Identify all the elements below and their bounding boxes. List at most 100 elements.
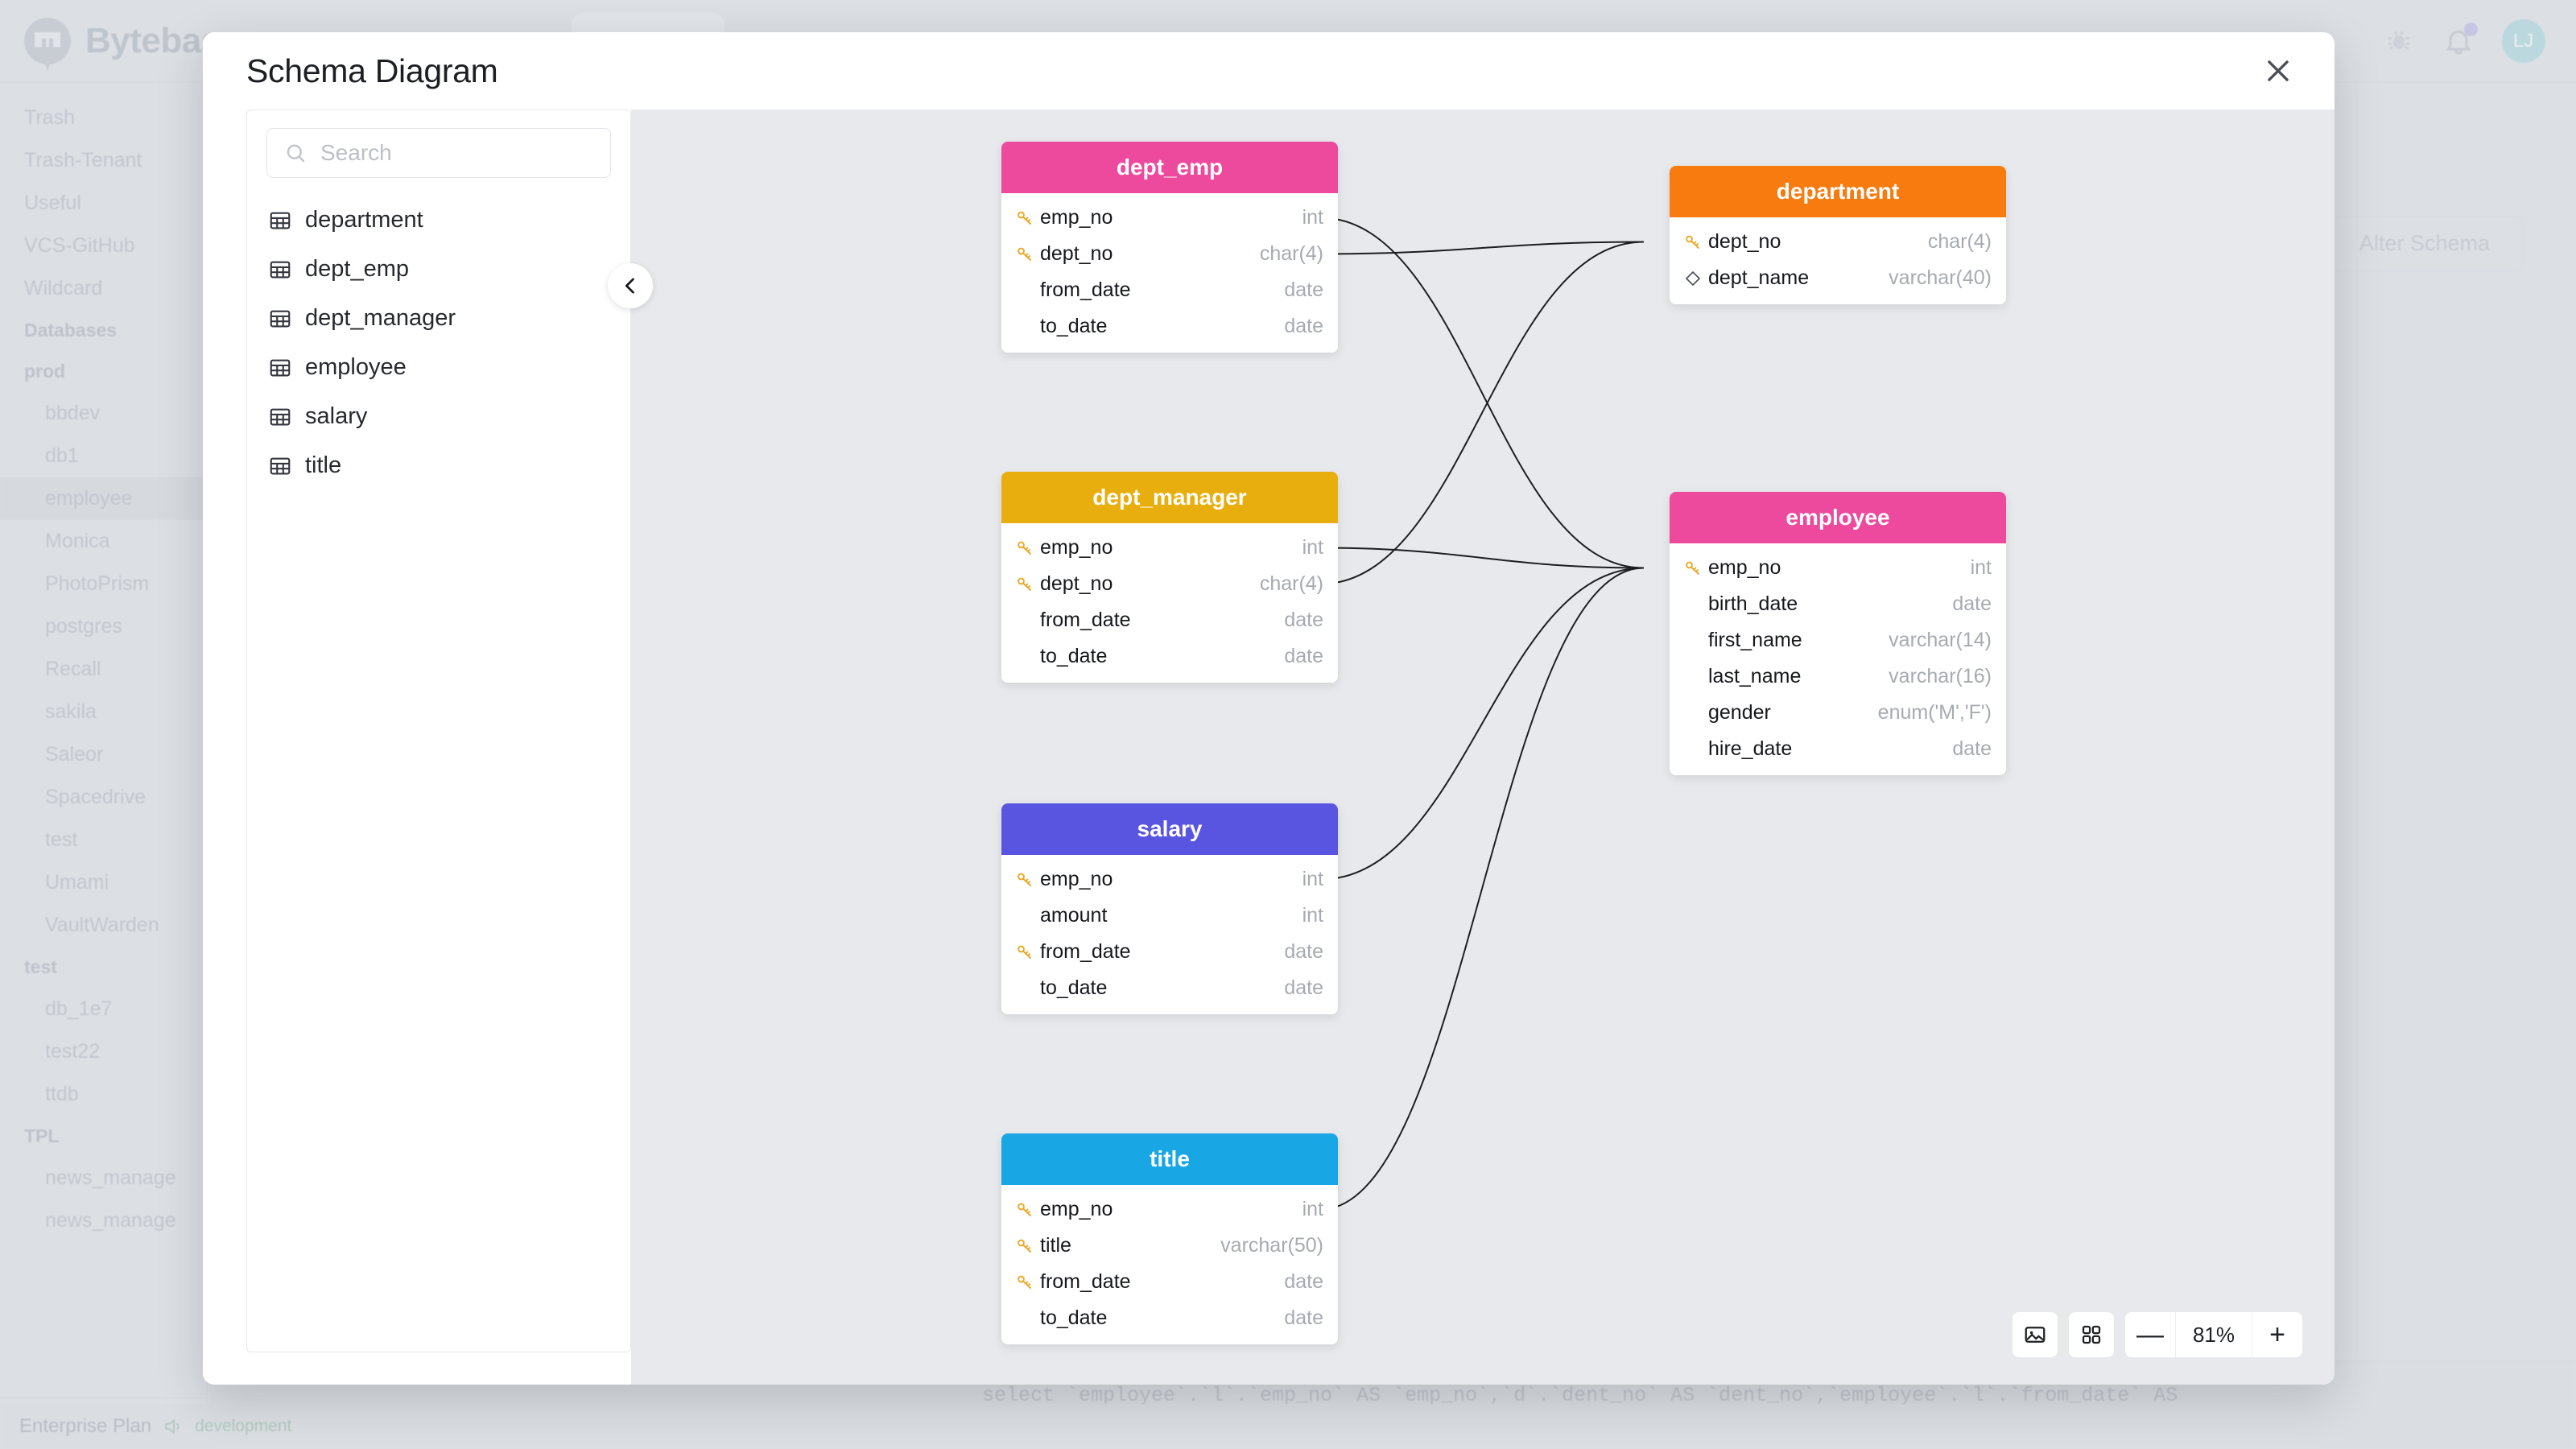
diagram-node-title: salary <box>1001 803 1338 855</box>
sidebar-item-ttdb[interactable]: ttdb <box>45 1083 79 1105</box>
diagram-column-row[interactable]: from_date date <box>1001 1264 1338 1300</box>
column-name: last_name <box>1708 665 1802 687</box>
table-list-item-employee[interactable]: employee <box>247 343 630 392</box>
column-type: char(4) <box>1927 230 1992 253</box>
table-list-item-label: salary <box>305 403 368 429</box>
sidebar-item-trash[interactable]: Trash <box>24 106 75 129</box>
column-type: int <box>1970 556 1992 579</box>
table-icon <box>268 208 292 233</box>
key-icon <box>1013 208 1037 228</box>
sidebar-item-spacedrive[interactable]: Spacedrive <box>45 786 147 808</box>
relationship-edge <box>1320 241 1644 585</box>
sidebar-item-news-manage[interactable]: news_manage <box>45 1166 176 1189</box>
sidebar-item-test22[interactable]: test22 <box>45 1040 101 1063</box>
search-input[interactable] <box>320 140 594 166</box>
sidebar-item-postgres[interactable]: postgres <box>45 615 122 638</box>
table-list-item-dept_manager[interactable]: dept_manager <box>247 294 630 343</box>
avatar[interactable]: LJ <box>2502 19 2545 63</box>
sidebar-item-photoprism[interactable]: PhotoPrism <box>45 572 150 595</box>
table-list-item-department[interactable]: department <box>247 196 630 245</box>
column-name: from_date <box>1040 940 1131 963</box>
sidebar-item-news-manage[interactable]: news_manage <box>45 1209 176 1232</box>
column-name: emp_no <box>1040 1198 1113 1220</box>
sidebar-item-prod[interactable]: prod <box>24 361 66 382</box>
speaker-icon[interactable] <box>163 1416 184 1437</box>
sql-preview-text: select `employee`.`l`.`emp_no` AS `emp_n… <box>982 1384 2178 1407</box>
table-list-item-title[interactable]: title <box>247 441 630 490</box>
sidebar-item-test[interactable]: test <box>45 828 78 851</box>
sidebar-item-recall[interactable]: Recall <box>45 658 101 680</box>
sidebar-item-umami[interactable]: Umami <box>45 871 109 894</box>
sidebar-item-vcs-github[interactable]: VCS-GitHub <box>24 234 135 257</box>
bug-icon[interactable] <box>2383 25 2415 57</box>
column-name: amount <box>1040 904 1108 927</box>
table-list-item-dept_emp[interactable]: dept_emp <box>247 245 630 294</box>
sidebar-item-useful[interactable]: Useful <box>24 192 81 214</box>
search-box[interactable] <box>266 128 611 178</box>
key-icon <box>1013 943 1037 962</box>
column-type: char(4) <box>1259 572 1323 595</box>
diagram-node-title: title <box>1001 1133 1338 1185</box>
image-icon[interactable] <box>2013 1312 2058 1357</box>
key-icon <box>1013 575 1037 594</box>
sidebar-item-tpl[interactable]: TPL <box>24 1125 60 1146</box>
grid-icon[interactable] <box>2069 1312 2114 1357</box>
sidebar-item-saleor[interactable]: Saleor <box>45 743 104 766</box>
table-list-item-salary[interactable]: salary <box>247 392 630 441</box>
alter-schema-button[interactable]: Alter Schema <box>2326 216 2523 271</box>
sidebar-item-trash-tenant[interactable]: Trash-Tenant <box>24 149 142 171</box>
column-name: from_date <box>1040 1270 1131 1293</box>
zoom-in-button[interactable]: + <box>2269 1319 2285 1350</box>
sidebar-item-test[interactable]: test <box>24 956 57 977</box>
column-name: emp_no <box>1040 206 1113 229</box>
sidebar-item-sakila[interactable]: sakila <box>45 700 97 723</box>
sidebar-item-bbdev[interactable]: bbdev <box>45 402 101 424</box>
column-type: date <box>1284 1307 1323 1329</box>
zoom-out-button[interactable]: — <box>2136 1319 2164 1350</box>
sidebar-item-databases: Databases <box>24 320 118 341</box>
bell-icon[interactable] <box>2442 22 2478 57</box>
column-type: date <box>1284 1270 1323 1293</box>
sidebar-item-monica[interactable]: Monica <box>45 530 110 552</box>
sidebar-item-vaultwarden[interactable]: VaultWarden <box>45 914 159 936</box>
sidebar-item-employee[interactable]: employee <box>0 477 207 520</box>
sidebar-item-db1[interactable]: db1 <box>45 444 79 467</box>
key-icon <box>1013 1273 1037 1292</box>
key-icon <box>1013 870 1037 890</box>
close-icon[interactable] <box>2259 52 2297 90</box>
chevron-left-icon[interactable] <box>608 263 653 308</box>
page-title: Schema Diagram <box>246 52 498 89</box>
sidebar-item-wildcard[interactable]: Wildcard <box>24 277 103 299</box>
sidebar-item-db-1e7[interactable]: db_1e7 <box>45 997 113 1020</box>
